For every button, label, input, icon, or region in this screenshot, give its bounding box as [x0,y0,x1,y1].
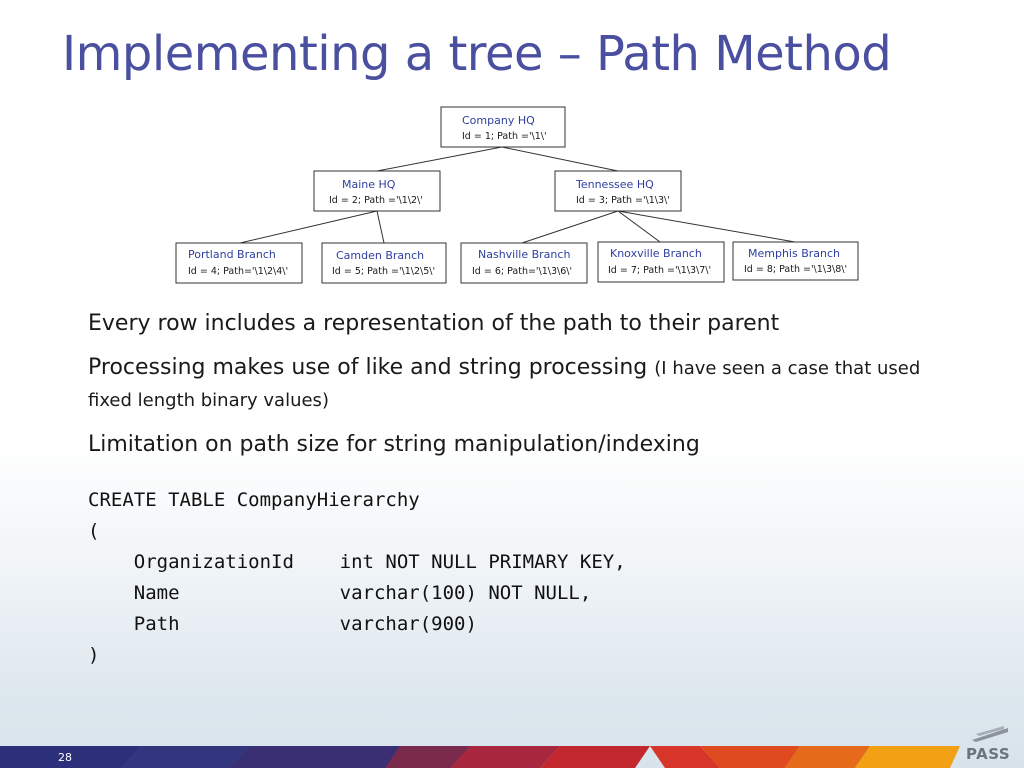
node-name: Camden Branch [336,249,424,262]
node-name: Maine HQ [342,178,396,191]
node-detail: Id = 2; Path ='\1\2\' [329,195,423,206]
tree-node-portland-branch: Portland Branch Id = 4; Path='\1\2\4\' [175,242,303,284]
connector [617,210,661,243]
node-detail: Id = 5; Path ='\1\2\5\' [332,266,435,277]
page-number: 28 [58,751,72,764]
slide-title: Implementing a tree – Path Method [62,26,892,82]
logo-text: PASS [966,745,1011,763]
tree-node-nashville-branch: Nashville Branch Id = 6; Path='\1\3\6\' [460,242,588,284]
node-name: Nashville Branch [478,248,570,261]
node-detail: Id = 6; Path='\1\3\6\' [472,266,572,277]
bullet-item: Processing makes use of like and string … [88,355,921,411]
bullet-item: Every row includes a representation of t… [88,311,780,336]
code-line: ( [88,520,100,542]
node-name: Company HQ [462,114,535,127]
connector [376,210,385,244]
code-line: ) [88,644,100,666]
bullet-item: Limitation on path size for string manip… [88,432,700,457]
node-name: Knoxville Branch [610,247,702,260]
code-line: CREATE TABLE CompanyHierarchy [88,489,420,511]
footer-band [0,746,960,768]
bullet-list: Every row includes a representation of t… [88,308,968,473]
node-detail: Id = 4; Path='\1\2\4\' [188,266,288,277]
connector [617,210,796,243]
tree-diagram: Company HQ Id = 1; Path ='\1\' Maine HQ … [175,106,859,284]
tree-node-camden-branch: Camden Branch Id = 5; Path ='\1\2\5\' [321,242,447,284]
node-name: Tennessee HQ [575,178,654,191]
connector [501,146,619,172]
code-line: OrganizationId int NOT NULL PRIMARY KEY, [88,551,626,573]
bullet-aside: (I have seen a case that used fixed leng… [88,358,921,411]
node-detail: Id = 1; Path ='\1\' [462,131,547,142]
tree-node-tennessee-hq: Tennessee HQ Id = 3; Path ='\1\3\' [554,170,682,212]
connector [521,210,619,244]
tree-node-memphis-branch: Memphis Branch Id = 8; Path ='\1\3\8\' [732,241,859,281]
node-name: Portland Branch [188,248,276,261]
connector [376,146,503,172]
node-name: Memphis Branch [748,247,840,260]
node-detail: Id = 7; Path ='\1\3\7\' [608,265,711,276]
pass-logo-icon [972,726,1008,742]
node-detail: Id = 3; Path ='\1\3\' [576,195,670,206]
tree-node-knoxville-branch: Knoxville Branch Id = 7; Path ='\1\3\7\' [597,241,725,283]
tree-node-maine-hq: Maine HQ Id = 2; Path ='\1\2\' [313,170,441,212]
sql-code-block: CREATE TABLE CompanyHierarchy ( Organiza… [88,485,626,671]
node-detail: Id = 8; Path ='\1\3\8\' [744,264,847,275]
code-line: Path varchar(900) [88,613,477,635]
code-line: Name varchar(100) NOT NULL, [88,582,592,604]
tree-node-company-hq: Company HQ Id = 1; Path ='\1\' [440,106,566,148]
connector [239,210,378,244]
